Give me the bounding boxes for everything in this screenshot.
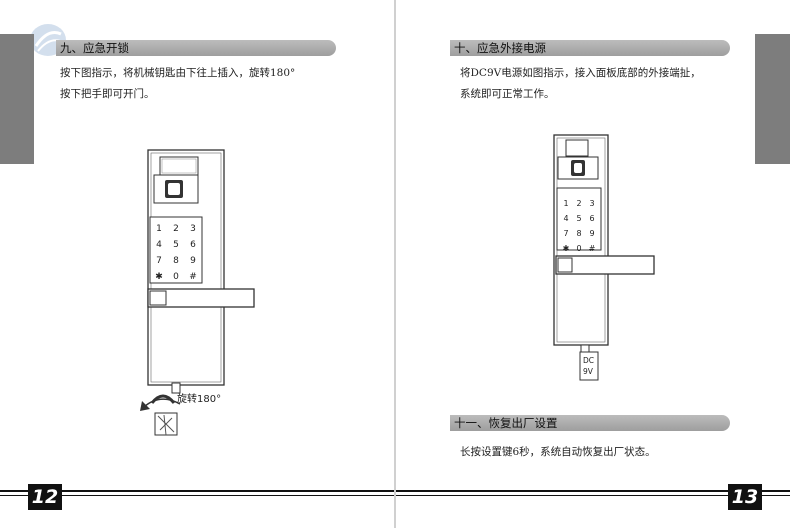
left-footer-line-thin <box>0 495 395 496</box>
keypad-key: 2 <box>576 199 581 208</box>
left-footer-line <box>0 490 395 492</box>
keypad-key: ✱ <box>155 272 163 282</box>
keypad-key: 9 <box>589 229 594 238</box>
keypad-key: 8 <box>173 256 179 266</box>
keypad-key: ✱ <box>563 244 570 253</box>
keypad-key: 5 <box>173 240 179 250</box>
power-instruction-line-1: 将DC9V电源如图指示，接入面板底部的外接端扯， <box>460 67 701 79</box>
keypad-key: 1 <box>563 199 568 208</box>
dc-label-line-2: 9V <box>583 367 594 376</box>
right-footer-line <box>396 490 790 492</box>
keypad-key: 2 <box>173 224 179 234</box>
section-title-external-power: 十、应急外接电源 <box>454 41 546 55</box>
page-number-left: 12 <box>28 484 62 510</box>
unlock-instruction-line-1: 按下图指示，将机械钥匙由下往上插入，旋转180° <box>60 67 296 79</box>
right-side-tab <box>755 34 790 164</box>
keypad-key: 6 <box>190 240 196 250</box>
lock-illustration-emergency-key: 1 2 3 4 5 6 7 8 9 ✱ 0 # 旋转180° <box>140 149 255 436</box>
power-instruction-line-2: 系统即可正常工作。 <box>460 88 555 100</box>
dc-label-line-1: DC <box>583 356 594 365</box>
section-bar-external-power: 十、应急外接电源 <box>450 40 730 56</box>
page-number-right: 13 <box>728 484 762 510</box>
unlock-instruction-line-2: 按下把手即可开门。 <box>60 88 155 100</box>
keypad-key: 9 <box>190 256 196 266</box>
keypad-key: 0 <box>576 244 581 253</box>
keypad-key: 5 <box>576 214 581 223</box>
keypad-key: 8 <box>576 229 581 238</box>
rotate-180-label: 旋转180° <box>177 392 221 405</box>
left-page: 九、应急开锁 按下图指示，将机械钥匙由下往上插入，旋转180° 按下把手即可开门… <box>0 24 395 510</box>
keypad-key: 4 <box>563 214 568 223</box>
keypad-left: 1 2 3 4 5 6 7 8 9 ✱ 0 # <box>155 224 197 282</box>
left-side-tab <box>0 34 34 164</box>
section-bar-emergency-unlock: 九、应急开锁 <box>56 40 336 56</box>
reset-instruction: 长按设置键6秒，系统自动恢复出厂状态。 <box>460 446 656 458</box>
keypad-key: # <box>189 272 197 282</box>
right-page: 十、应急外接电源 将DC9V电源如图指示，接入面板底部的外接端扯， 系统即可正常… <box>396 0 790 528</box>
section-title-emergency-unlock: 九、应急开锁 <box>60 41 129 55</box>
section-title-factory-reset: 十一、恢复出厂设置 <box>454 416 558 430</box>
keypad-key: 1 <box>156 224 162 234</box>
right-footer-line-thin <box>396 495 790 496</box>
keypad-key: 6 <box>589 214 594 223</box>
keypad-key: 7 <box>563 229 568 238</box>
section-bar-factory-reset: 十一、恢复出厂设置 <box>450 415 730 431</box>
keypad-key: 4 <box>156 240 162 250</box>
keypad-key: 3 <box>190 224 196 234</box>
keypad-key: 7 <box>156 256 162 266</box>
keypad-key: 0 <box>173 272 179 282</box>
keypad-key: 3 <box>589 199 594 208</box>
book-spine <box>394 0 396 528</box>
keypad-key: # <box>589 244 596 253</box>
